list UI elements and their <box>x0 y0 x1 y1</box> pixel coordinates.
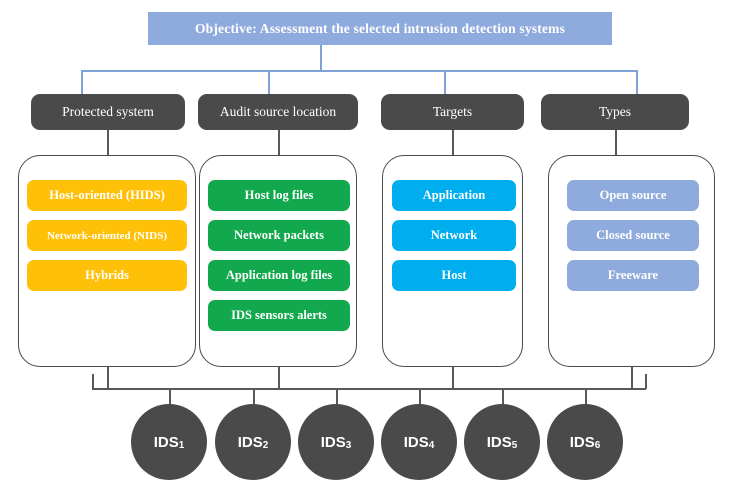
item-chip-label: Network <box>430 228 478 242</box>
column-types: Open source Closed source Freeware <box>548 155 715 367</box>
system-circle-index: 4 <box>428 439 435 451</box>
system-circle-index: 5 <box>511 439 518 451</box>
column-protected-system: Host-oriented (HIDS) Network-oriented (N… <box>18 155 196 367</box>
systems-bus-right-end <box>645 374 647 389</box>
system-circle-label: IDS <box>403 433 429 451</box>
category-header-label: Types <box>598 104 632 119</box>
systems-bus-left-end <box>92 374 94 389</box>
category-header-targets[interactable]: Targets <box>381 94 524 130</box>
item-chip-label: Freeware <box>607 268 659 282</box>
column-targets: Application Network Host <box>382 155 523 367</box>
item-chip[interactable]: Hybrids <box>27 260 187 291</box>
objective-bus-line <box>81 70 637 72</box>
item-chip-label: Host log files <box>244 188 314 202</box>
system-circle-label: IDS <box>153 433 179 451</box>
item-chip[interactable]: Application <box>392 180 516 211</box>
item-chip-label: Application log files <box>225 268 333 282</box>
system-drop-line-3 <box>336 388 338 405</box>
column-drop-line-3 <box>452 367 454 389</box>
item-chip[interactable]: Network packets <box>208 220 350 251</box>
category-header-audit-source-location[interactable]: Audit source location <box>198 94 358 130</box>
category-header-protected-system[interactable]: Protected system <box>31 94 185 130</box>
item-chip-label: Closed source <box>596 228 670 242</box>
item-chip[interactable]: Host log files <box>208 180 350 211</box>
item-chip[interactable]: Network-oriented (NIDS) <box>27 220 187 251</box>
system-circle-index: 6 <box>594 439 601 451</box>
category-header-label: Targets <box>432 104 473 119</box>
system-circle-label: IDS <box>569 433 595 451</box>
objective-stem-line <box>320 45 322 71</box>
column-drop-line-1 <box>107 367 109 389</box>
system-circle-index: 3 <box>345 439 352 451</box>
system-drop-line-5 <box>502 388 504 405</box>
item-chip[interactable]: Host-oriented (HIDS) <box>27 180 187 211</box>
column-drop-line-2 <box>278 367 280 389</box>
item-chip-label: Hybrids <box>85 268 129 282</box>
item-chip-label: Network packets <box>234 228 324 242</box>
system-drop-line-6 <box>585 388 587 405</box>
item-chip-label: Host <box>441 268 467 282</box>
item-chip-label: Open source <box>599 188 667 202</box>
category-header-label: Protected system <box>62 104 154 119</box>
system-circle-index: 1 <box>178 439 185 451</box>
drop-line-col-2 <box>268 70 270 94</box>
item-chip[interactable]: Open source <box>567 180 699 211</box>
item-chip-label: IDS sensors alerts <box>231 308 327 322</box>
header-to-column-line-2 <box>278 130 280 155</box>
item-chip-label: Application <box>422 188 486 202</box>
category-header-types[interactable]: Types <box>541 94 689 130</box>
objective-banner: Objective: Assessment the selected intru… <box>148 12 612 45</box>
item-chip[interactable]: Closed source <box>567 220 699 251</box>
system-drop-line-1 <box>169 388 171 405</box>
column-drop-line-4 <box>631 367 633 389</box>
system-drop-line-4 <box>419 388 421 405</box>
systems-bus-line <box>92 388 646 390</box>
item-chip[interactable]: Application log files <box>208 260 350 291</box>
column-audit-source-location: Host log files Network packets Applicati… <box>199 155 357 367</box>
item-chip-label: Network-oriented (NIDS) <box>46 229 168 242</box>
category-header-label: Audit source location <box>219 104 337 119</box>
item-chip[interactable]: Freeware <box>567 260 699 291</box>
system-circle-label: IDS <box>320 433 346 451</box>
item-chip-label: Host-oriented (HIDS) <box>49 188 165 202</box>
system-circle-index: 2 <box>262 439 269 451</box>
drop-line-col-1 <box>81 70 83 94</box>
system-drop-line-2 <box>253 388 255 405</box>
system-circle-label: IDS <box>486 433 512 451</box>
header-to-column-line-4 <box>615 130 617 155</box>
item-chip[interactable]: Network <box>392 220 516 251</box>
item-chip[interactable]: IDS sensors alerts <box>208 300 350 331</box>
header-to-column-line-3 <box>452 130 454 155</box>
drop-line-col-4 <box>636 70 638 94</box>
drop-line-col-3 <box>444 70 446 94</box>
header-to-column-line-1 <box>107 130 109 155</box>
item-chip[interactable]: Host <box>392 260 516 291</box>
system-circle-label: IDS <box>237 433 263 451</box>
